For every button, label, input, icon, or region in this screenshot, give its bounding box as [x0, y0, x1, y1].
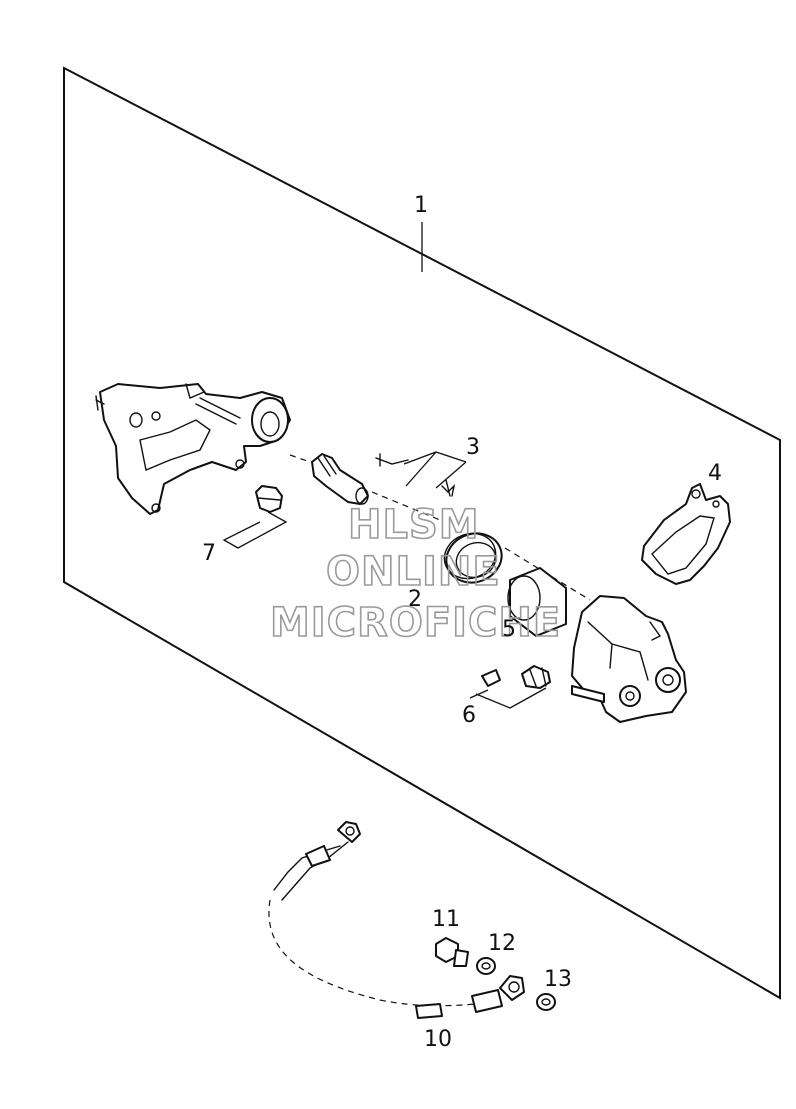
callout-13: 13 [544, 967, 572, 992]
leader-7 [222, 511, 288, 549]
callout-11: 11 [432, 907, 460, 932]
banjo-bolt [435, 937, 469, 967]
washers [476, 957, 556, 1011]
pin-boot [255, 485, 283, 513]
watermark: HLSM ONLINE MICROFICHE [269, 501, 561, 647]
callout-4: 4 [708, 461, 722, 486]
callout-5: 5 [502, 617, 516, 642]
pad-pins [375, 453, 456, 497]
piston [507, 567, 567, 637]
slide-pin [311, 453, 369, 505]
leader-6 [469, 687, 547, 709]
bleed-screws [481, 665, 551, 689]
brake-pads [641, 483, 731, 585]
callout-1: 1 [414, 193, 428, 218]
brake-hose [268, 821, 525, 1019]
callout-10: 10 [424, 1027, 452, 1052]
caliper-bracket [95, 383, 291, 515]
callout-2: 2 [408, 587, 422, 612]
callout-12: 12 [488, 931, 516, 956]
watermark-line1: HLSM [348, 502, 480, 548]
caliper-body [571, 595, 687, 723]
watermark-line3: MICROFICHE [270, 600, 561, 646]
callout-3: 3 [466, 435, 480, 460]
kit-outline [63, 66, 781, 1000]
watermark-line2: ONLINE [326, 549, 501, 595]
callout-7: 7 [202, 541, 216, 566]
piston-seal [443, 532, 503, 584]
leader-3 [403, 451, 467, 489]
callout-6: 6 [462, 703, 476, 728]
